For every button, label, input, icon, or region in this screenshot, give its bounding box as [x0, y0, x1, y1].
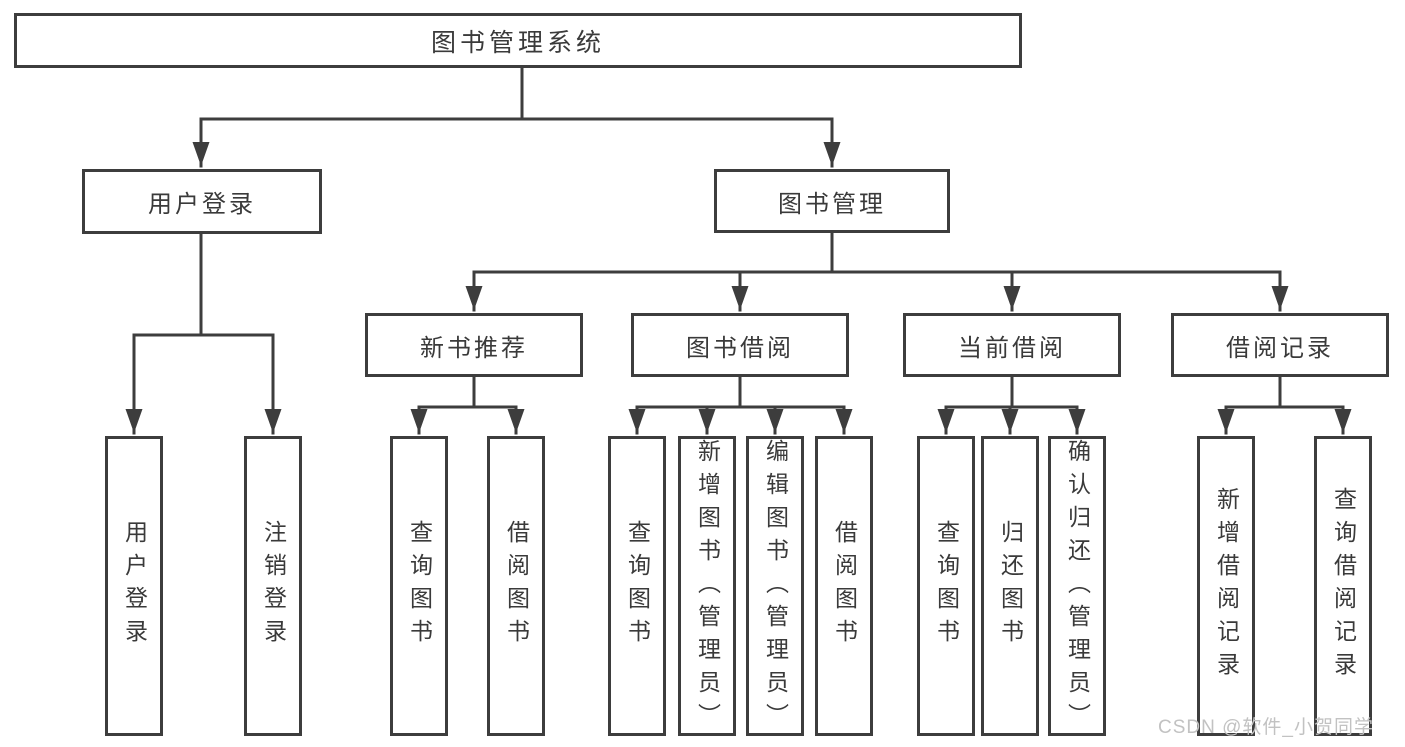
connector-root-to-level2: [192, 66, 841, 168]
node-nbr-query-books: 查询图书: [390, 436, 448, 736]
node-current-borrowing: 当前借阅: [903, 313, 1121, 377]
node-logout-action: 注销登录: [244, 436, 302, 736]
node-br-query-record: 查询借阅记录: [1314, 436, 1372, 736]
node-nbr-borrow-books: 借阅图书: [487, 436, 545, 736]
node-bb-query-books: 查询图书: [608, 436, 666, 736]
connector-book-management-children: [465, 231, 1289, 312]
node-user-login-action: 用户登录: [105, 436, 163, 736]
connector-borrowing-records-children: [1217, 375, 1352, 435]
node-bb-add-books-admin: 新增图书（管理员）: [678, 436, 736, 736]
node-bb-borrow-books: 借阅图书: [815, 436, 873, 736]
node-library-management-system: 图书管理系统: [14, 13, 1022, 68]
node-book-borrowing: 图书借阅: [631, 313, 849, 377]
node-cb-query-books: 查询图书: [917, 436, 975, 736]
connector-new-book-recommend-children: [410, 375, 525, 435]
node-new-book-recommend: 新书推荐: [365, 313, 583, 377]
connector-user-login-children: [125, 232, 282, 435]
node-br-add-record: 新增借阅记录: [1197, 436, 1255, 736]
connector-current-borrowing-children: [937, 375, 1086, 435]
node-cb-confirm-return-admin: 确认归还（管理员）: [1048, 436, 1106, 736]
node-bb-edit-books-admin: 编辑图书（管理员）: [746, 436, 804, 736]
node-book-management-module: 图书管理: [714, 169, 950, 233]
node-cb-return-books: 归还图书: [981, 436, 1039, 736]
connector-book-borrowing-children: [628, 375, 853, 435]
csdn-watermark: CSDN @软件_小贺同学: [1158, 717, 1374, 738]
node-user-login-module: 用户登录: [82, 169, 322, 234]
node-borrowing-records: 借阅记录: [1171, 313, 1389, 377]
